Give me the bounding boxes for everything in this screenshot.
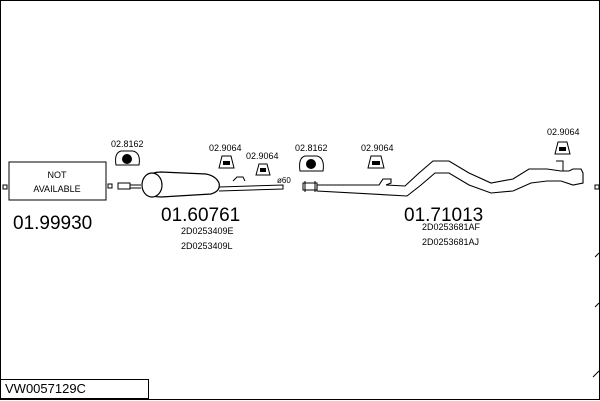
rubber-hanger-core-icon	[559, 147, 566, 151]
not-available-line-1: NOT	[48, 170, 68, 180]
silencer-outlet-pipe	[218, 184, 284, 192]
gasket-hole-icon	[306, 159, 316, 169]
rear-pipe-bracket	[556, 160, 564, 171]
right-edge-tick-2	[594, 302, 600, 308]
left-edge-marker	[2, 184, 8, 190]
accessory-number-02-9064-a: 02.9064	[209, 143, 242, 153]
right-edge-tick-3	[592, 370, 600, 378]
part-rear-silencer[interactable]: 01.71013 2D0253681AF 2D0253681AJ	[316, 160, 584, 247]
rear-pipe-body	[316, 160, 584, 197]
connection-pipe	[117, 182, 141, 190]
accessory-hanger-2[interactable]: 02.9064	[209, 143, 242, 169]
accessory-hanger-6[interactable]: 02.9064	[547, 127, 580, 155]
part-number-01-99930: 01.99930	[13, 213, 92, 234]
rubber-hanger-core-icon	[223, 161, 230, 165]
part-front-pipe[interactable]: NOT AVAILABLE 01.99930	[8, 161, 113, 234]
vehicle-code-label: VW0057129C	[0, 379, 149, 399]
accessory-number-02-8162-b: 02.8162	[295, 143, 328, 153]
accessory-number-02-8162: 02.8162	[111, 139, 144, 149]
accessory-gasket-4[interactable]: 02.8162	[295, 143, 328, 172]
part-middle-silencer[interactable]: 01.60761 2D0253409E 2D0253409L	[141, 171, 284, 251]
accessory-number-02-9064-b: 02.9064	[246, 151, 279, 161]
rubber-hanger-core-icon	[372, 161, 380, 165]
accessory-number-02-9064-c: 02.9064	[361, 143, 394, 153]
part-number-01-60761: 01.60761	[161, 205, 240, 226]
pipe-diameter-label: ø60	[277, 176, 291, 185]
gasket-hole-icon	[122, 154, 132, 164]
connection-clamp	[302, 181, 318, 192]
oem-number-2d0253681af: 2D0253681AF	[422, 222, 481, 232]
accessory-number-02-9064-d: 02.9064	[547, 127, 580, 137]
silencer-hanger-bracket	[232, 176, 246, 182]
not-available-line-2: AVAILABLE	[33, 184, 80, 194]
part-number-01-71013: 01.71013	[404, 205, 483, 226]
silencer-end-cap	[141, 172, 163, 198]
oem-number-2d0253409l: 2D0253409L	[181, 241, 233, 251]
right-edge-marker	[594, 184, 600, 190]
right-edge-tick-1	[594, 252, 600, 258]
accessory-hanger-5[interactable]: 02.9064	[361, 143, 394, 169]
rubber-hanger-core-icon	[260, 168, 266, 172]
accessory-hanger-3[interactable]: 02.9064	[246, 151, 279, 176]
accessory-gasket-1[interactable]: 02.8162	[111, 139, 144, 166]
not-available-box	[8, 161, 107, 201]
oem-number-2d0253681aj: 2D0253681AJ	[422, 237, 479, 247]
connector-square	[107, 183, 113, 189]
oem-number-2d0253409e: 2D0253409E	[181, 226, 234, 236]
